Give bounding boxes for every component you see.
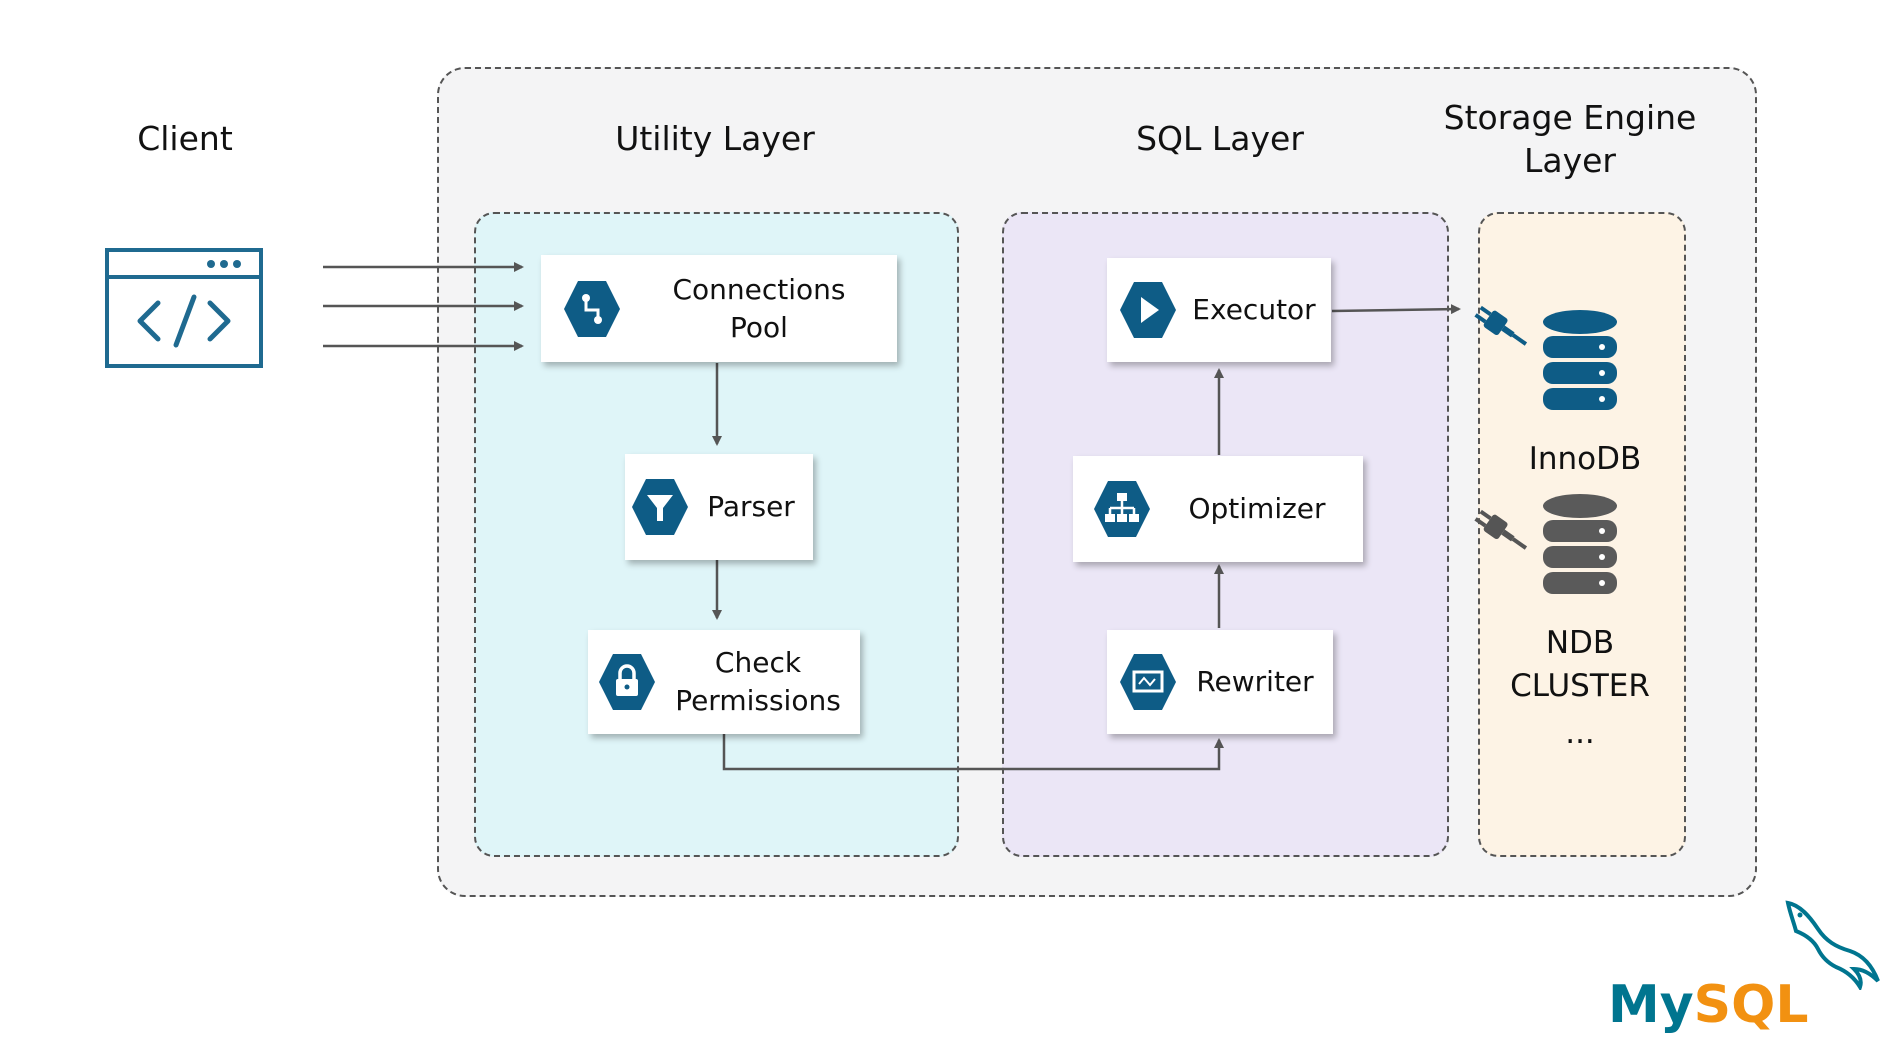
client-title: Client (137, 119, 233, 158)
mysql-logo-sql: SQL (1693, 975, 1809, 1035)
filter-icon (631, 476, 689, 538)
check-permissions-label: Check Permissions (675, 646, 841, 717)
rewriter-label: Rewriter (1196, 665, 1314, 699)
rewriter-box: Rewriter (1107, 630, 1333, 734)
plug-icon (1474, 305, 1528, 346)
plug-icon (1474, 509, 1528, 550)
hierarchy-icon (1093, 478, 1151, 540)
ndb-database-icon (1543, 494, 1617, 594)
lock-icon (598, 651, 656, 713)
optimizer-box: Optimizer (1073, 456, 1363, 562)
executor-label: Executor (1192, 293, 1316, 327)
rewriter-monitor-icon (1119, 651, 1177, 713)
check-permissions-box: Check Permissions (588, 630, 860, 734)
executor-box: Executor (1107, 258, 1331, 362)
innodb-database-icon (1543, 310, 1617, 410)
utility-layer-title: Utility Layer (615, 119, 815, 158)
more-engines-ellipsis: ... (1565, 715, 1595, 751)
code-window-icon (105, 248, 263, 368)
parser-box: Parser (625, 454, 813, 560)
storage-engine-layer-title: Storage Engine Layer (1443, 98, 1697, 180)
mysql-logo-my: My (1608, 975, 1694, 1035)
innodb-label: InnoDB (1528, 441, 1642, 477)
mysql-logo-wordmark: MySQL (1608, 975, 1858, 1035)
optimizer-label: Optimizer (1188, 492, 1326, 526)
parser-label: Parser (707, 490, 795, 524)
ndb-cluster-label: NDB CLUSTER (1510, 625, 1650, 705)
connections-pool-label: Connections Pool (672, 272, 846, 344)
connections-pool-icon (563, 278, 621, 340)
connections-pool-box: Connections Pool (541, 255, 897, 362)
play-icon (1119, 279, 1177, 341)
sql-layer-title: SQL Layer (1136, 119, 1304, 158)
mysql-dolphin-logo-icon (1785, 900, 1880, 990)
